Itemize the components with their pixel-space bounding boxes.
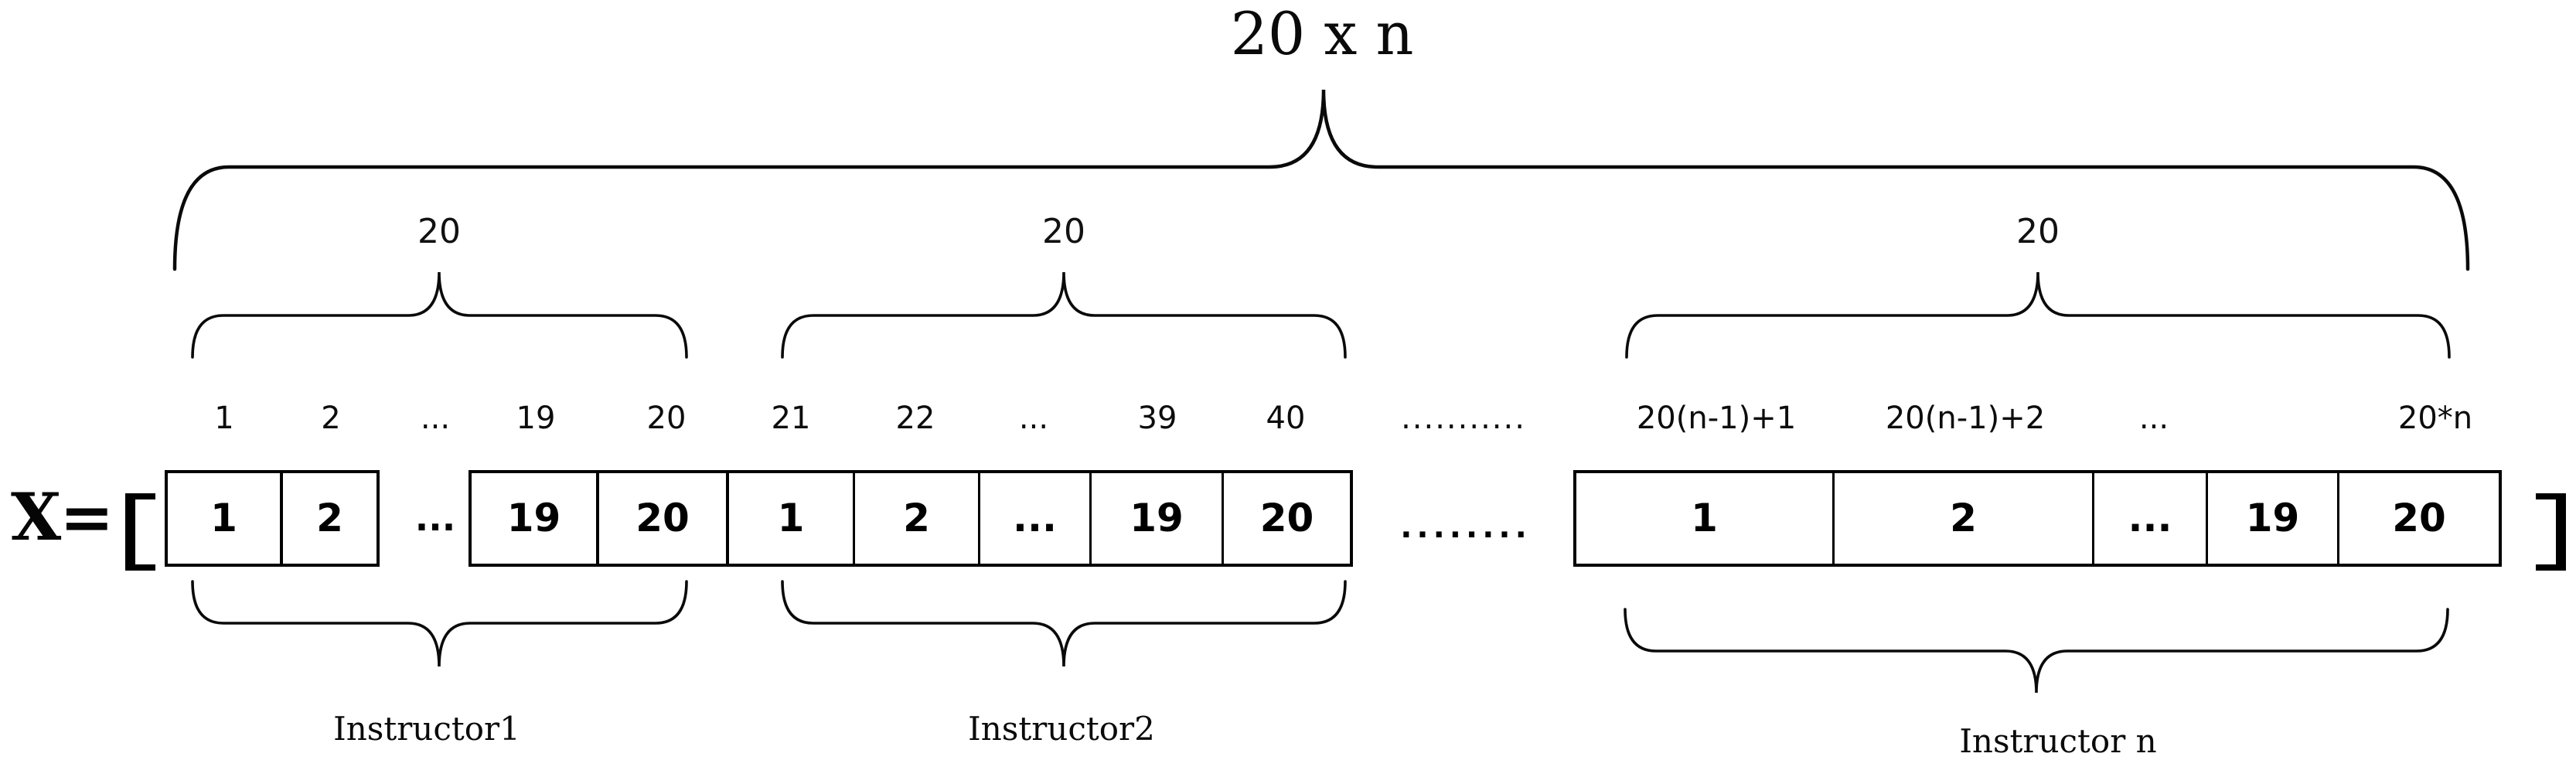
index-ellipsis: ... (1018, 401, 1049, 436)
cell: 19 (1089, 473, 1222, 564)
index-label: 19 (516, 401, 556, 436)
index-label: 20(n-1)+2 (1885, 401, 2046, 436)
cell-ellipsis: ... (2092, 473, 2206, 564)
group1-over-brace (191, 271, 688, 359)
cell: 2 (1832, 473, 2092, 564)
index-ellipsis: ... (2138, 401, 2169, 436)
cell: 19 (2206, 473, 2337, 564)
cell: 1 (777, 496, 805, 540)
group2-cellrow: 1 2 ... 19 20 (726, 470, 1353, 567)
cell: 19 (469, 470, 599, 567)
vector-name-equals: X= (11, 479, 114, 555)
group2-instructor-label: Instructor2 (968, 710, 1155, 748)
index-label: 39 (1137, 401, 1177, 436)
cell-ellipsis: ... (414, 497, 456, 539)
groupn-over-brace (1625, 271, 2451, 359)
cell: 2 (280, 470, 380, 567)
groupn-size-label: 20 (2016, 212, 2060, 251)
index-label: 20 (646, 401, 687, 436)
index-label: 20(n-1)+1 (1636, 401, 1797, 436)
cell-ellipsis: ... (978, 473, 1089, 564)
group1-under-brace (191, 580, 688, 667)
index-label: 2 (321, 401, 341, 436)
cell: 2 (853, 473, 978, 564)
index-label: 40 (1266, 401, 1306, 436)
total-size-label: 20 x n (1230, 0, 1414, 68)
index-label: 20*n (2397, 401, 2473, 436)
group2-size-label: 20 (1042, 212, 1085, 251)
index-row-ellipsis: ........... (1401, 401, 1526, 436)
index-label: 21 (771, 401, 811, 436)
open-bracket: [ (125, 493, 155, 571)
group2-under-brace (781, 580, 1347, 667)
groupn-instructor-label: Instructor n (1959, 722, 2157, 760)
index-ellipsis: ... (420, 401, 451, 436)
cell-row-ellipsis: ........ (1400, 510, 1532, 545)
group1-size-label: 20 (417, 212, 461, 251)
cell: 1 (165, 470, 283, 567)
groupn-under-brace (1624, 608, 2449, 694)
cell: 1 (1691, 496, 1718, 540)
cell: 20 (2337, 473, 2499, 564)
index-label: 1 (214, 401, 234, 436)
group2-over-brace (781, 271, 1347, 359)
close-bracket: ] (2536, 493, 2566, 571)
cell: 20 (1222, 473, 1350, 564)
index-label: 22 (895, 401, 935, 436)
cell: 20 (596, 470, 729, 567)
groupn-cellrow: 1 2 ... 19 20 (1573, 470, 2502, 567)
group1-instructor-label: Instructor1 (333, 710, 520, 748)
overall-brace (172, 89, 2470, 271)
